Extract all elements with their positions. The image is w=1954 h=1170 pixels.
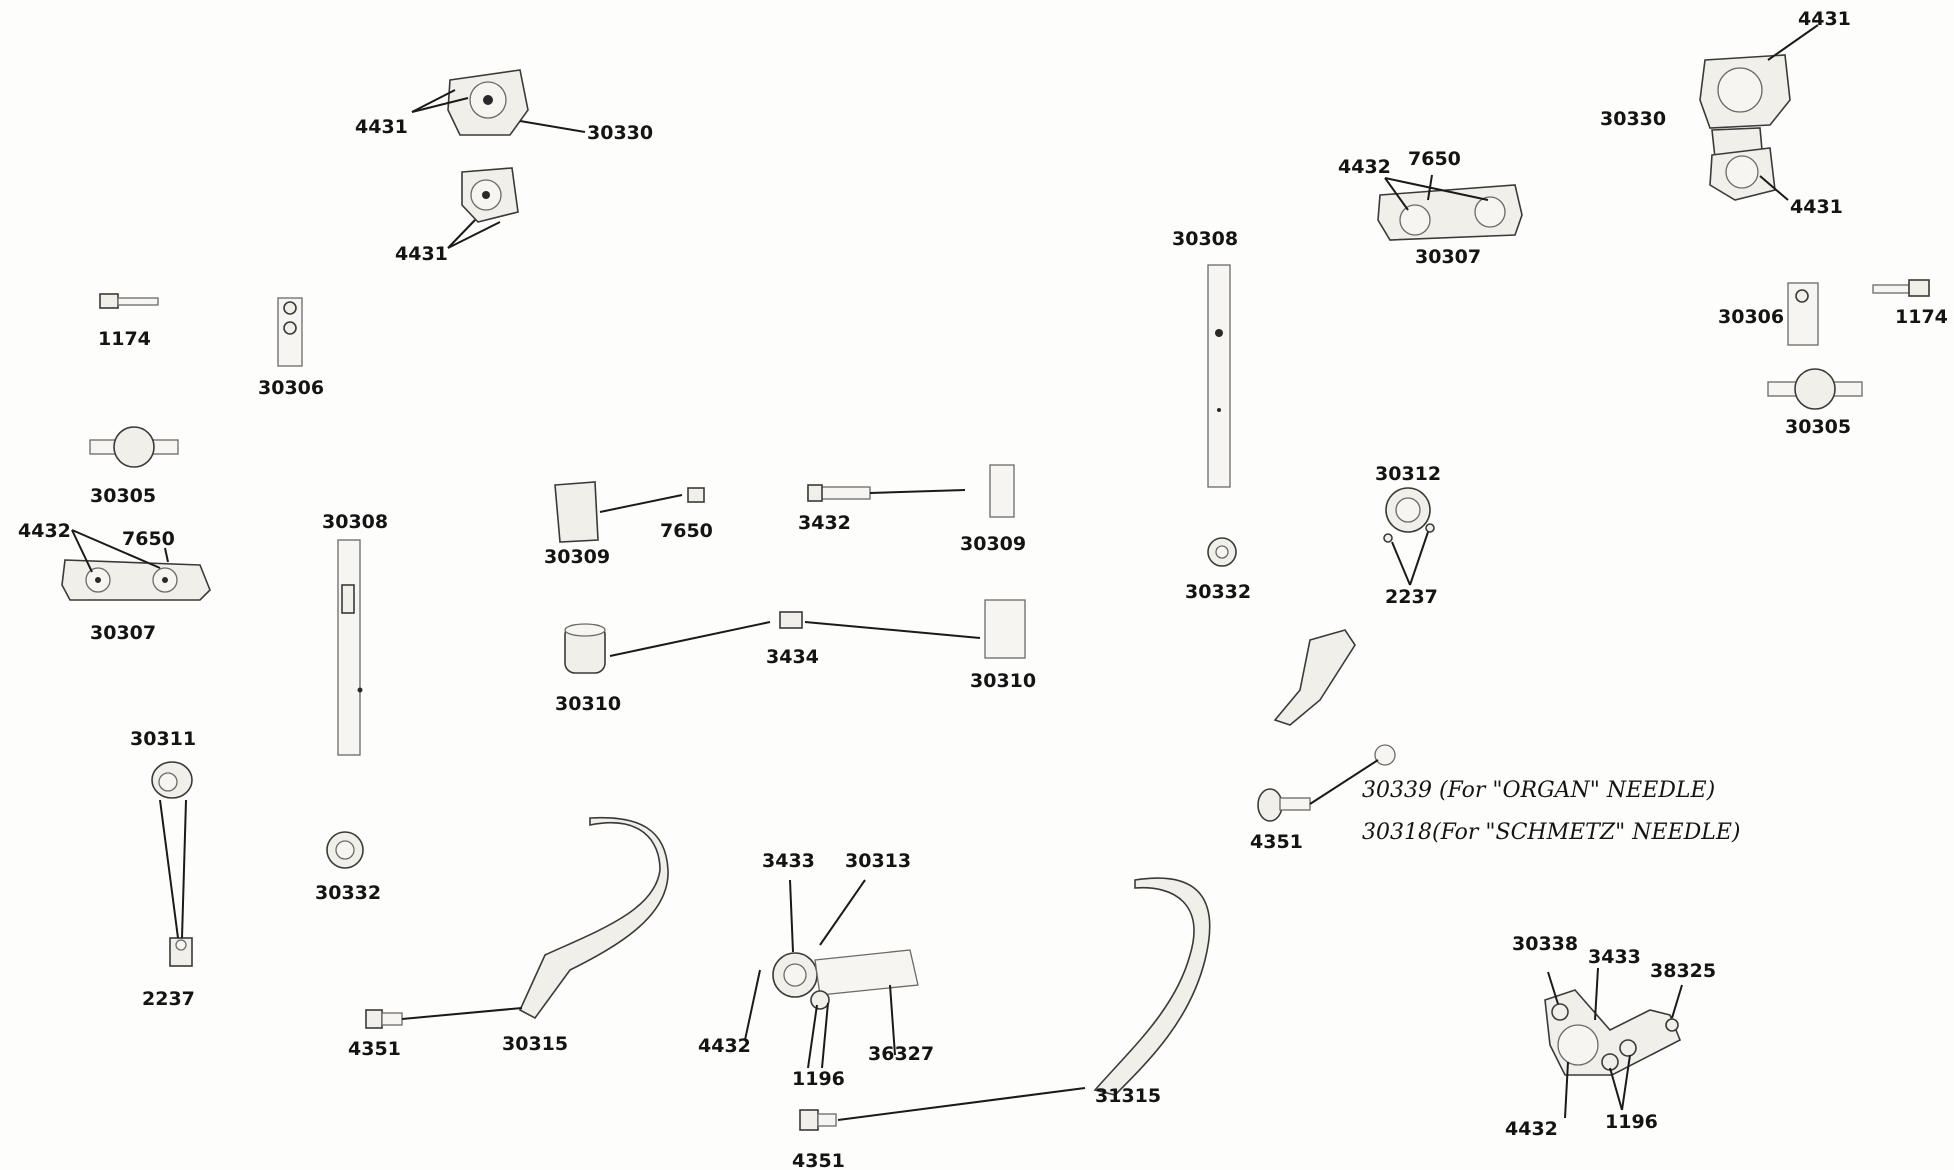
screw-4351-b <box>799 1109 837 1131</box>
label-1196-a: 1196 <box>792 1068 845 1090</box>
label-2237-a: 2237 <box>142 988 195 1010</box>
label-4432-a: 4432 <box>18 520 71 542</box>
screw-3434 <box>779 611 803 629</box>
bushing-30310-left <box>564 623 606 674</box>
label-30310-b: 30310 <box>970 670 1037 692</box>
label-30310-a: 30310 <box>555 693 622 715</box>
bushing-30311 <box>151 761 193 799</box>
label-1174-b: 1174 <box>1895 306 1948 328</box>
collar-30305-right <box>1767 368 1863 410</box>
label-30308-b: 30308 <box>1172 228 1239 250</box>
note-organ-needle: 30339 (For "ORGAN" NEEDLE) <box>1362 778 1716 803</box>
label-36327: 36327 <box>868 1043 935 1065</box>
label-30338: 30338 <box>1512 933 1579 955</box>
label-4431-c: 4431 <box>1798 8 1851 30</box>
screw-4351-c <box>1257 788 1311 822</box>
clamp-30330-upper <box>447 69 529 136</box>
bracket-30306-right <box>1787 282 1819 346</box>
clamp-30330-right-lower <box>1709 127 1776 201</box>
label-30307-a: 30307 <box>90 622 157 644</box>
rod-30308-right <box>1207 264 1231 488</box>
block-30309-right <box>989 464 1015 518</box>
label-3434: 3434 <box>766 646 819 668</box>
label-30330-a: 30330 <box>587 122 654 144</box>
label-4432-c: 4432 <box>1338 156 1391 178</box>
clamp-30330-lower <box>461 167 519 223</box>
label-7650-c: 7650 <box>1408 148 1461 170</box>
label-30309-b: 30309 <box>960 533 1027 555</box>
rod-30308-left <box>337 539 363 756</box>
label-30306-b: 30306 <box>1718 306 1785 328</box>
label-4351-c: 4351 <box>1250 831 1303 853</box>
label-4432-d: 4432 <box>1505 1118 1558 1140</box>
collar-30305-left <box>89 426 179 468</box>
screw-1174-left <box>99 293 159 309</box>
screw-2237-left <box>169 937 193 967</box>
label-3433-b: 3433 <box>1588 946 1641 968</box>
arm-31315 <box>1093 877 1211 1096</box>
label-7650-b: 7650 <box>660 520 713 542</box>
assembly-38325 <box>1544 989 1682 1076</box>
label-4351-a: 4351 <box>348 1038 401 1060</box>
bushing-30310-right <box>984 599 1026 659</box>
label-30309-a: 30309 <box>544 546 611 568</box>
label-4351-b: 4351 <box>792 1150 845 1170</box>
block-30309-left <box>554 481 599 543</box>
washer-30332-right <box>1207 537 1237 567</box>
label-1174-a: 1174 <box>98 328 151 350</box>
label-38325: 38325 <box>1650 960 1717 982</box>
bracket-30306-left <box>277 297 303 367</box>
label-30308-a: 30308 <box>322 511 389 533</box>
label-30332-b: 30332 <box>1185 581 1252 603</box>
clamp-30307-left <box>61 559 211 601</box>
label-3433-a: 3433 <box>762 850 815 872</box>
clamp-30330-right-upper <box>1699 54 1791 129</box>
label-31315: 31315 <box>1095 1085 1162 1107</box>
label-4431-d: 4431 <box>1790 196 1843 218</box>
screw-4351-a <box>365 1009 403 1029</box>
label-4431-b: 4431 <box>395 243 448 265</box>
note-schmetz-needle: 30318(For "SCHMETZ" NEEDLE) <box>1362 820 1741 845</box>
label-30305-b: 30305 <box>1785 416 1852 438</box>
screw-1174-right <box>1872 279 1930 297</box>
screw-3432 <box>807 484 871 502</box>
label-30313: 30313 <box>845 850 912 872</box>
label-3432: 3432 <box>798 512 851 534</box>
bracket-30339 <box>1273 629 1396 766</box>
label-7650-a: 7650 <box>122 528 175 550</box>
clamp-30307-right <box>1377 184 1523 241</box>
label-30315: 30315 <box>502 1033 569 1055</box>
label-30306-a: 30306 <box>258 377 325 399</box>
label-30312: 30312 <box>1375 463 1442 485</box>
label-1196-b: 1196 <box>1605 1111 1658 1133</box>
label-30305-a: 30305 <box>90 485 157 507</box>
label-4432-b: 4432 <box>698 1035 751 1057</box>
label-2237-b: 2237 <box>1385 586 1438 608</box>
arm-30315 <box>518 816 669 1020</box>
label-30330-b: 30330 <box>1600 108 1667 130</box>
washer-30332-left <box>326 831 364 869</box>
screw-7650-mid <box>687 487 705 503</box>
label-4431-a: 4431 <box>355 116 408 138</box>
label-30307-b: 30307 <box>1415 246 1482 268</box>
assembly-36327 <box>772 949 919 1010</box>
label-30332-a: 30332 <box>315 882 382 904</box>
bushing-30312 <box>1383 487 1435 543</box>
label-30311: 30311 <box>130 728 197 750</box>
